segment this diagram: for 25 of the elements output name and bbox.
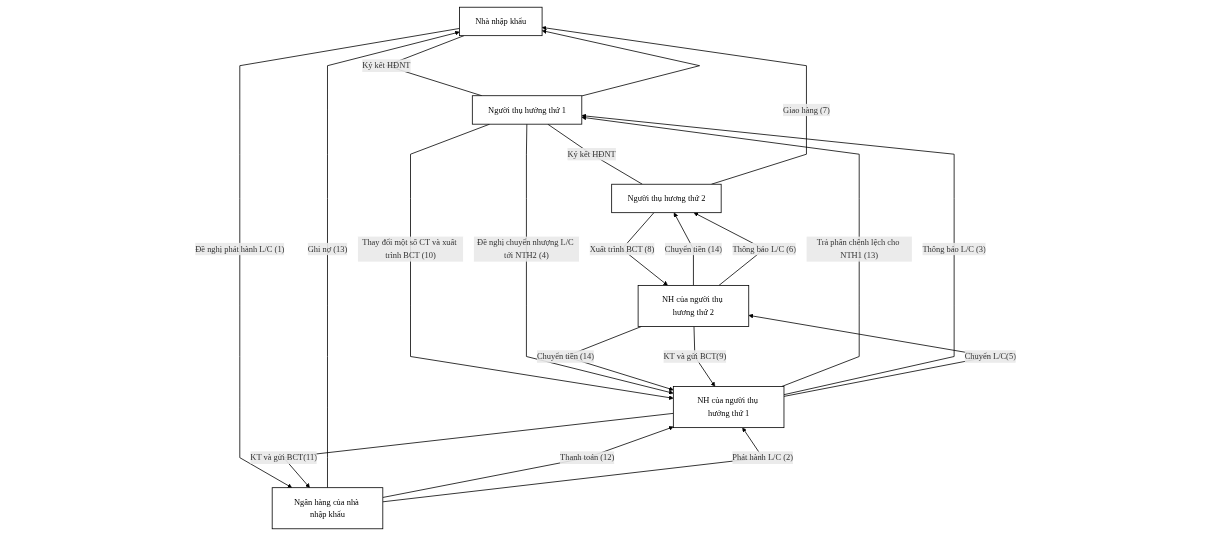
edge-label: Xuất trình BCT (8) [590, 244, 655, 254]
edge-label: KT và gửi BCT(11) [250, 452, 318, 462]
node-box: Người thụ hương thứ 2 [611, 183, 722, 214]
edge-label: Ký kết HĐNT [362, 60, 411, 70]
edge-label: Trả phân chênh lệch cho NTH1 (13) [817, 237, 900, 260]
connector [547, 123, 644, 185]
node-box: Ngân hàng của nhà nhập khẩu [272, 487, 384, 530]
edge-label: Đề nghị phát hành L/C (1) [195, 244, 285, 254]
edge-label: Ghi nợ (13) [308, 244, 348, 254]
edge-label: Thanh toán (12) [560, 452, 615, 462]
edge-label: Thông báo L/C (6) [732, 244, 797, 254]
edge-label: Thông báo L/C (3) [922, 244, 987, 254]
node-box: Nhà nhập khẩu [459, 6, 543, 37]
edge-label: Giao hàng (7) [783, 105, 831, 115]
edge-label: Chuyển tiền (14) [665, 244, 723, 254]
edge-label: Đề nghị chuyển nhượng L/C tới NTH2 (4) [477, 237, 575, 260]
node-box: Người thụ hưởng thứ 1 [472, 95, 583, 125]
edge-label: KT và gửi BCT(9) [663, 351, 727, 361]
edge-label: Chuyển L/C(5) [965, 351, 1017, 361]
edge-label: Thay đổi một số CT và xuất trình BCT (10) [362, 237, 458, 260]
node-box: NH của người thụ hương thứ 2 [638, 285, 750, 327]
edge-label: Phát hành L/C (2) [732, 452, 794, 462]
node-box: NH của người thụ hưởng thứ 1 [673, 386, 785, 429]
edge-label: Ký kết HĐNT [567, 149, 617, 159]
edge-label: Chuyển tiền (14) [537, 351, 595, 361]
